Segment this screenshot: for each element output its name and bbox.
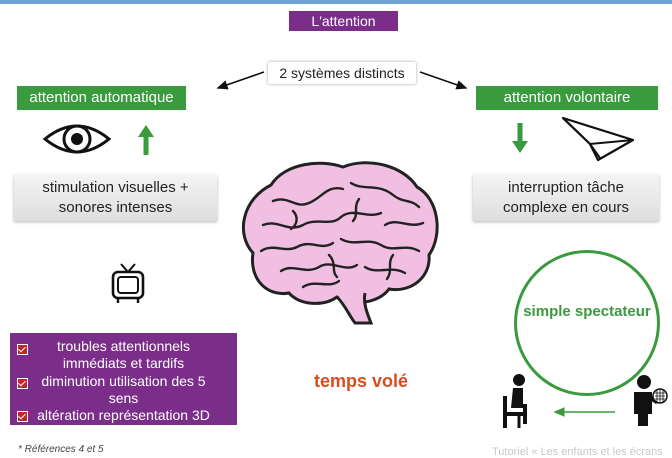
automatic-attention-heading: attention automatique [17, 86, 186, 110]
arrow-to-automatic [216, 71, 265, 90]
arrow-to-voluntary [419, 71, 468, 90]
checkbox-icon [17, 378, 28, 389]
stolen-time-label: temps volé [313, 371, 409, 391]
consequence-line: sens [108, 390, 139, 406]
arrow-up-icon [138, 125, 154, 155]
consequence-line: diminution utilisation des 5 [41, 373, 206, 389]
brain-icon [241, 161, 439, 325]
consequence-line: immédiats et tardifs [62, 355, 185, 371]
references-note: * Références 4 et 5 [18, 444, 104, 455]
automatic-description: stimulation visuelles + sonores intenses [14, 175, 217, 221]
tv-icon [111, 263, 145, 303]
spectator-circle [514, 250, 660, 396]
voluntary-description-line1: interruption tâche [508, 179, 624, 196]
eye-icon [42, 124, 112, 154]
arrow-down-icon [512, 123, 528, 153]
seated-person-icon [503, 374, 527, 428]
consequence-item: troubles attentionnels immédiats et tard… [10, 338, 237, 372]
automatic-description-line2: sonores intenses [58, 199, 173, 216]
consequence-item: diminution utilisation des 5 sens [10, 373, 237, 407]
voluntary-attention-heading: attention volontaire [476, 86, 658, 110]
person-with-tablet-icon [634, 375, 668, 426]
slide-title: L'attention [289, 11, 398, 31]
top-border [0, 0, 672, 4]
consequence-item: altération représentation 3D [10, 407, 237, 424]
checkbox-icon [17, 344, 28, 355]
paper-plane-icon [561, 116, 635, 162]
footer-caption: Tutoriel « Les enfants et les écrans [492, 446, 663, 458]
consequences-box: troubles attentionnels immédiats et tard… [10, 333, 237, 425]
consequence-line: troubles attentionnels [56, 338, 191, 354]
voluntary-description: interruption tâche complexe en cours [473, 175, 659, 221]
checkbox-icon [17, 411, 28, 422]
voluntary-description-line2: complexe en cours [503, 199, 629, 216]
systems-label: 2 systèmes distincts [268, 62, 416, 84]
spectator-label: simple spectateur [523, 303, 651, 320]
consequence-line: altération représentation 3D [37, 407, 210, 423]
automatic-description-line1: stimulation visuelles + [42, 179, 189, 196]
